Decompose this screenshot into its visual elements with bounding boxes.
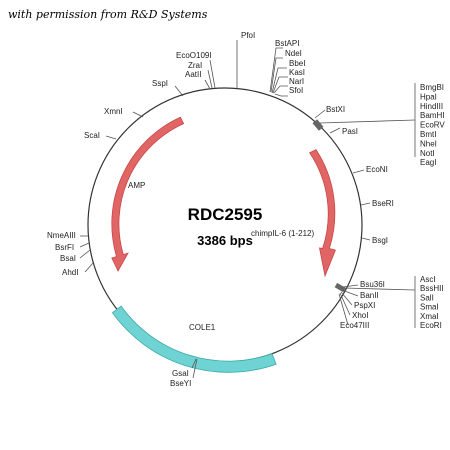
tick-econi xyxy=(352,169,365,174)
site-scai: ScaI xyxy=(84,131,100,140)
site-nari: NarI xyxy=(289,77,304,86)
tick-nari xyxy=(273,85,288,94)
site-eagi: EagI xyxy=(420,158,436,167)
site-bstapi: BstAPI xyxy=(275,39,299,48)
site-gsai: GsaI xyxy=(172,369,189,378)
site-bmti: BmtI xyxy=(420,130,436,139)
site-ahdi: AhdI xyxy=(62,268,78,277)
site-bsai: BsaI xyxy=(60,254,76,263)
site-eco47iii: Eco47III xyxy=(340,321,369,330)
tick-bsrfi xyxy=(79,242,90,248)
plasmid-size: 3386 bps xyxy=(197,233,253,248)
tick-sfoi xyxy=(274,93,288,97)
tick-bsai xyxy=(79,249,91,259)
site-nmeaiii: NmeAIII xyxy=(47,231,76,240)
site-hpai: HpaI xyxy=(420,92,437,101)
tick-gsai xyxy=(191,358,197,369)
tick-ecoo109i xyxy=(209,59,216,89)
plasmid-name: RDC2595 xyxy=(188,205,263,224)
site-asci: AscI xyxy=(420,275,436,284)
site-bmgbi: BmgBI xyxy=(420,83,444,92)
site-bseyi: BseYI xyxy=(170,379,191,388)
feature-label-insert: chimpIL-6 (1-212) xyxy=(251,229,314,238)
site-aatii: AatII xyxy=(185,70,201,79)
site-bsrfi: BsrFI xyxy=(55,243,74,252)
tick-bseyi xyxy=(192,358,198,379)
site-zrai: ZraI xyxy=(188,61,202,70)
site-xhoi: XhoI xyxy=(352,311,368,320)
site-pasi: PasI xyxy=(342,127,358,136)
site-econi: EcoNI xyxy=(366,165,388,174)
site-sspi: SspI xyxy=(152,79,168,88)
insert-arrow xyxy=(309,149,336,278)
site-ecoo109i: EcoO109I xyxy=(176,51,212,60)
tick-mcs-top xyxy=(319,119,416,124)
tick-pasi xyxy=(329,127,341,134)
tick-ahdi xyxy=(84,262,94,273)
tick-aatii xyxy=(204,79,211,90)
amp-arrow xyxy=(111,116,185,272)
site-kasi: KasI xyxy=(289,68,305,77)
tick-xmni xyxy=(132,111,144,118)
tick-kasi xyxy=(272,76,288,94)
tick-eco47iii xyxy=(338,293,349,326)
tick-xhoi xyxy=(339,292,351,316)
site-sfoi: SfoI xyxy=(289,86,303,95)
site-bamhi: BamHI xyxy=(420,111,444,120)
feature-label-amp: AMP xyxy=(128,181,145,190)
tick-pspxi xyxy=(340,291,353,306)
site-noti: NotI xyxy=(420,149,435,158)
tick-mcs-bottom xyxy=(343,287,416,291)
site-bstxi: BstXI xyxy=(326,105,345,114)
site-pfoi: PfoI xyxy=(241,31,255,40)
ori-feature xyxy=(111,305,277,373)
tick-ndei xyxy=(270,57,283,93)
site-smai: SmaI xyxy=(420,303,439,312)
site-bbei: BbeI xyxy=(289,59,305,68)
tick-banii xyxy=(341,289,359,297)
tick-bstxi xyxy=(314,109,326,119)
tick-bsu36i xyxy=(342,284,359,288)
site-bsshii: BssHII xyxy=(420,284,444,293)
tick-bbei xyxy=(271,67,287,94)
permission-note: with permission from R&D Systems xyxy=(8,8,208,21)
tick-scai xyxy=(105,135,117,140)
site-pspxi: PspXI xyxy=(354,301,375,310)
site-group-right-top: BmgBIHpaIHindIIIBamHIEcoRVBmtINheINotIEa… xyxy=(420,83,445,167)
feature-label-ori: COLE1 xyxy=(189,323,216,332)
site-bsu36i: Bsu36I xyxy=(360,280,385,289)
tick-bseri xyxy=(360,202,371,206)
site-marker-bstxi xyxy=(312,119,324,131)
site-ecori: EcoRI xyxy=(420,321,442,330)
site-hindiii: HindIII xyxy=(420,102,443,111)
site-bsgi: BsgI xyxy=(372,236,388,245)
tick-zrai xyxy=(207,69,213,89)
tick-bstapi xyxy=(269,47,283,93)
tick-sspi xyxy=(174,85,184,97)
site-xmai: XmaI xyxy=(420,312,439,321)
site-ndei: NdeI xyxy=(285,49,302,58)
site-xmni: XmnI xyxy=(104,107,123,116)
site-sali: SalI xyxy=(420,293,434,302)
site-bseri: BseRI xyxy=(372,199,394,208)
site-nhei: NheI xyxy=(420,139,437,148)
site-marker-mcs-bottom xyxy=(334,282,346,293)
site-banii: BanII xyxy=(360,291,379,300)
site-ecorv: EcoRV xyxy=(420,121,445,130)
tick-bsgi xyxy=(361,237,371,241)
